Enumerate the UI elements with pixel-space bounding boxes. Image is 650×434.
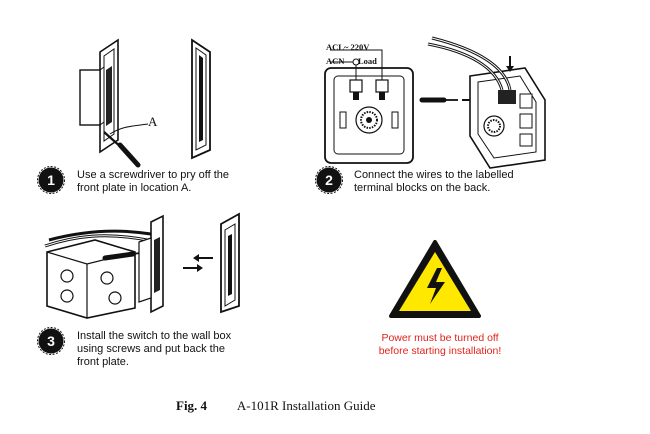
step1-line1: Use a screwdriver to pry off the [77,169,230,181]
wire-label-acl: ACL~ 220V [326,42,370,52]
step3-text: Install the switch to the wall box using… [77,330,277,369]
warning-line1: Power must be turned off [381,332,499,344]
step2-illustration [324,36,546,169]
step1-line2: front plate in location A. [77,182,192,194]
step2-line1: Connect the wires to the labelled [354,169,514,181]
warning-line2: before starting installation! [378,345,502,357]
step2-number: 2 [325,172,333,188]
step3-number: 3 [47,333,55,349]
step3-line2: using screws and put back the [77,343,225,355]
step3-number-badge: 3 [37,327,65,355]
step3-line3: front plate. [77,356,129,368]
warning-text: Power must be turned off before starting… [365,332,515,358]
step1-illustration [79,38,211,168]
step2-text: Connect the wires to the labelled termin… [354,169,554,195]
location-a-label: A [148,114,158,129]
step1-number-badge: 1 [37,166,65,194]
figure-label: Fig. 4 [176,398,208,413]
step3-line1: Install the switch to the wall box [77,330,232,342]
step3-illustration [44,212,240,319]
figure-caption: Fig. 4 A-101R Installation Guide [176,398,376,414]
step1-number: 1 [47,172,55,188]
wire-label-acn: ACN [326,56,345,66]
step2-number-badge: 2 [315,166,343,194]
step2-line2: terminal blocks on the back. [354,182,491,194]
high-voltage-warning-icon [389,240,481,318]
step1-text: Use a screwdriver to pry off the front p… [77,169,267,195]
wire-label-load: Load [358,56,377,66]
figure-title: A-101R Installation Guide [236,398,376,413]
